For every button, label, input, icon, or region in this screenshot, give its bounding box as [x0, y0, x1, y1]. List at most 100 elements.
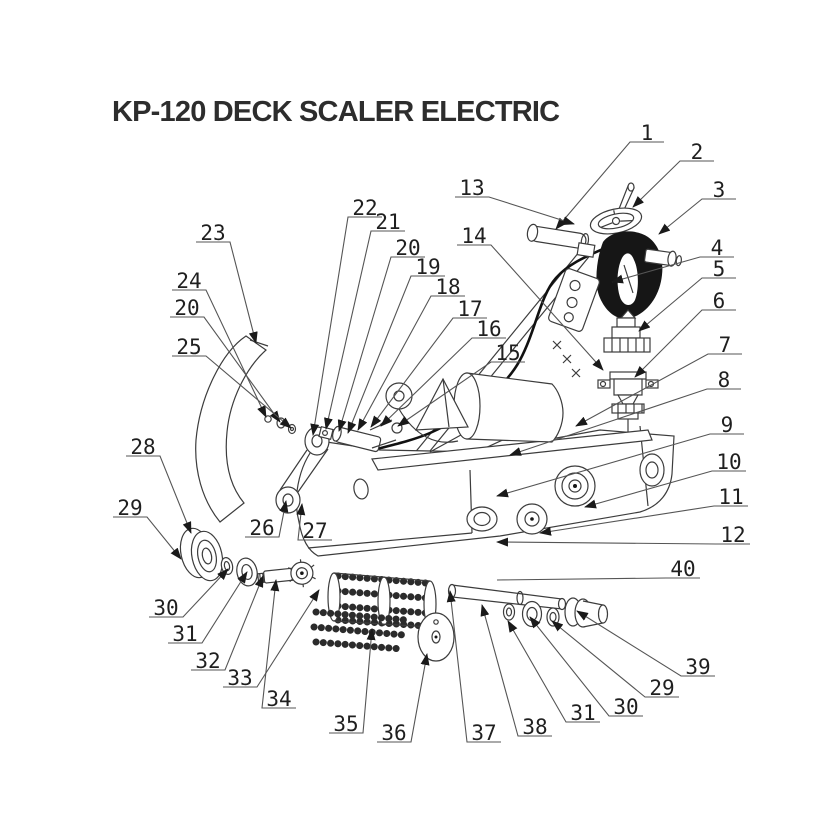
right-seal-ring	[546, 607, 560, 627]
callout-13: 13	[455, 176, 575, 225]
callout-label: 6	[713, 289, 726, 313]
callout-10: 10	[584, 450, 746, 509]
chain-flail-set	[310, 608, 410, 653]
callout-label: 5	[713, 257, 726, 281]
callout-label: 17	[457, 297, 482, 321]
callout-26: 26	[245, 500, 289, 540]
callout-18: 18	[357, 275, 465, 431]
callout-31b: 31	[507, 620, 600, 725]
callout-label: 7	[719, 333, 732, 357]
callout-19: 19	[347, 255, 445, 434]
wheel-large	[554, 465, 596, 507]
rear-roller	[639, 453, 665, 487]
flange-disc	[417, 612, 455, 662]
callout-label: 24	[176, 269, 201, 293]
left-bearing-cup	[179, 527, 224, 582]
callout-label: 29	[117, 496, 142, 520]
callout-28: 28	[126, 435, 192, 534]
callout-label: 40	[670, 557, 695, 581]
callout-32: 32	[191, 575, 264, 673]
callout-label: 25	[176, 335, 201, 359]
callout-label: 13	[459, 176, 484, 200]
small-parts-stack	[597, 309, 659, 441]
callout-2: 2	[632, 140, 714, 208]
page-title: KP-120 DECK SCALER ELECTRIC	[112, 96, 560, 128]
callout-6: 6	[634, 289, 736, 378]
callout-30b: 30	[529, 616, 643, 719]
callout-35: 35	[329, 628, 376, 736]
callout-label: 26	[249, 516, 274, 540]
handlebar	[526, 223, 590, 250]
callout-4: 4	[611, 236, 734, 284]
callout-label: 28	[130, 435, 155, 459]
callout-label: 9	[721, 413, 734, 437]
callout-23: 23	[196, 221, 258, 344]
lift-arm	[195, 335, 269, 523]
handle-pin	[643, 248, 682, 267]
callout-33: 33	[223, 589, 320, 690]
callout-5: 5	[638, 257, 736, 332]
callout-label: 34	[266, 687, 291, 711]
callout-38: 38	[480, 604, 552, 739]
callout-17: 17	[370, 297, 487, 428]
callout-label: 30	[613, 695, 638, 719]
callout-label: 1	[641, 121, 654, 145]
callout-7: 7	[575, 333, 742, 427]
drum-stub-shaft	[257, 559, 316, 588]
pulley	[385, 382, 413, 410]
grip-handle	[596, 231, 663, 319]
callout-11: 11	[539, 485, 748, 536]
callout-label: 21	[375, 210, 400, 234]
callout-label: 16	[476, 317, 501, 341]
callout-label: 19	[415, 255, 440, 279]
callouts: 1 2 3 4 5 6 7 8	[113, 121, 750, 745]
callout-label: 37	[471, 721, 496, 745]
callout-label: 18	[435, 275, 460, 299]
wheel-small	[516, 503, 548, 535]
callout-label: 27	[302, 519, 327, 543]
callout-39: 39	[576, 610, 715, 679]
hand-wheel-knob	[589, 182, 643, 235]
callout-label: 30	[153, 596, 178, 620]
callout-label: 12	[720, 523, 745, 547]
grip-bolt-rod	[623, 264, 634, 294]
callout-label: 31	[172, 622, 197, 646]
callout-20b: 20	[170, 296, 281, 423]
right-bearing-housing	[564, 597, 609, 628]
callout-label: 23	[200, 221, 225, 245]
right-washer	[502, 603, 516, 621]
belt	[398, 408, 459, 443]
bar-clamp	[576, 242, 596, 258]
callout-34: 34	[261, 579, 296, 711]
callout-16: 16	[380, 317, 506, 427]
callout-21: 21	[324, 210, 405, 430]
right-bearing	[521, 600, 543, 628]
callout-label: 29	[649, 676, 674, 700]
callout-label: 4	[711, 236, 724, 260]
callout-29: 29	[113, 496, 182, 560]
callout-27: 27	[296, 503, 332, 543]
callout-12: 12	[496, 523, 750, 547]
callout-30: 30	[149, 568, 229, 620]
callout-31: 31	[168, 571, 248, 646]
callout-label: 39	[685, 655, 710, 679]
switch-box	[548, 268, 600, 332]
callout-15: 15	[397, 341, 525, 427]
callout-label: 10	[716, 450, 741, 474]
callout-label: 2	[691, 140, 704, 164]
callout-40: 40	[496, 557, 700, 581]
callout-label: 20	[174, 296, 199, 320]
callout-label: 20	[395, 236, 420, 260]
callout-36: 36	[377, 653, 430, 745]
callout-22: 22	[310, 196, 382, 436]
callout-label: 8	[718, 368, 731, 392]
callout-label: 33	[227, 666, 252, 690]
callout-25: 25	[172, 335, 292, 429]
callout-label: 36	[381, 721, 406, 745]
callout-9: 9	[496, 413, 744, 498]
cutter-drum	[327, 572, 437, 630]
callout-14: 14	[457, 224, 604, 371]
callout-label: 14	[461, 224, 486, 248]
